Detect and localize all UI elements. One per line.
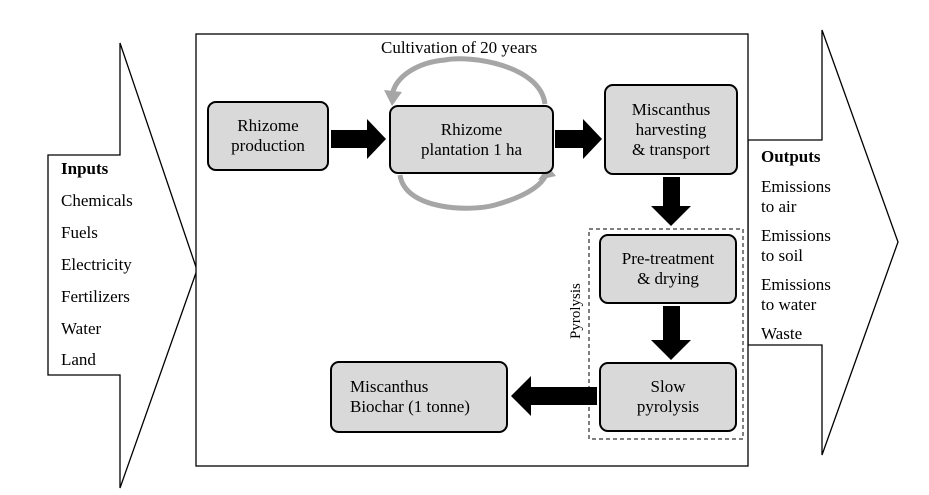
pyrolysis-group-border bbox=[588, 228, 744, 440]
output-item: Waste bbox=[761, 324, 803, 343]
box-rhizome-plantation: Rhizome plantation 1 ha bbox=[389, 105, 554, 174]
flow-arrow-pretreatment-to-pyrolysis bbox=[651, 306, 691, 360]
box-miscanthus-biochar: Miscanthus Biochar (1 tonne) bbox=[330, 361, 508, 433]
box-slow-pyrolysis: Slow pyrolysis bbox=[599, 362, 737, 432]
inputs-heading: Inputs bbox=[61, 159, 109, 178]
output-item: Emissions to water bbox=[761, 275, 831, 314]
cycle-arrow-top bbox=[389, 56, 548, 105]
input-item: Electricity bbox=[61, 255, 132, 274]
input-item: Land bbox=[61, 350, 96, 369]
output-item: Emissions to air bbox=[761, 177, 831, 216]
input-item: Water bbox=[61, 319, 102, 338]
box-miscanthus-harvesting: Miscanthus harvesting & transport bbox=[604, 84, 738, 175]
flow-arrow-plantation-to-harvesting bbox=[555, 119, 602, 159]
outputs-heading: Outputs bbox=[761, 147, 821, 166]
diagram-title: Cultivation of 20 years bbox=[381, 38, 538, 57]
input-item: Chemicals bbox=[61, 191, 133, 210]
output-item: Emissions to soil bbox=[761, 226, 831, 265]
flow-arrow-production-to-plantation bbox=[331, 119, 386, 159]
outputs-arrow-shape bbox=[747, 29, 899, 456]
box-rhizome-production: Rhizome production bbox=[207, 101, 329, 171]
cycle-arrowhead-top bbox=[384, 90, 402, 106]
cycle-arrow-bottom bbox=[397, 173, 549, 211]
pyrolysis-label: Pyrolysis bbox=[568, 283, 584, 339]
inputs-arrow-shape bbox=[47, 42, 198, 489]
flow-arrow-pyrolysis-to-biochar bbox=[511, 376, 597, 416]
input-item: Fuels bbox=[61, 223, 98, 242]
input-item: Fertilizers bbox=[61, 287, 130, 306]
box-pretreatment-drying: Pre-treatment & drying bbox=[599, 234, 737, 304]
flow-arrow-harvesting-to-pretreatment bbox=[651, 177, 691, 226]
